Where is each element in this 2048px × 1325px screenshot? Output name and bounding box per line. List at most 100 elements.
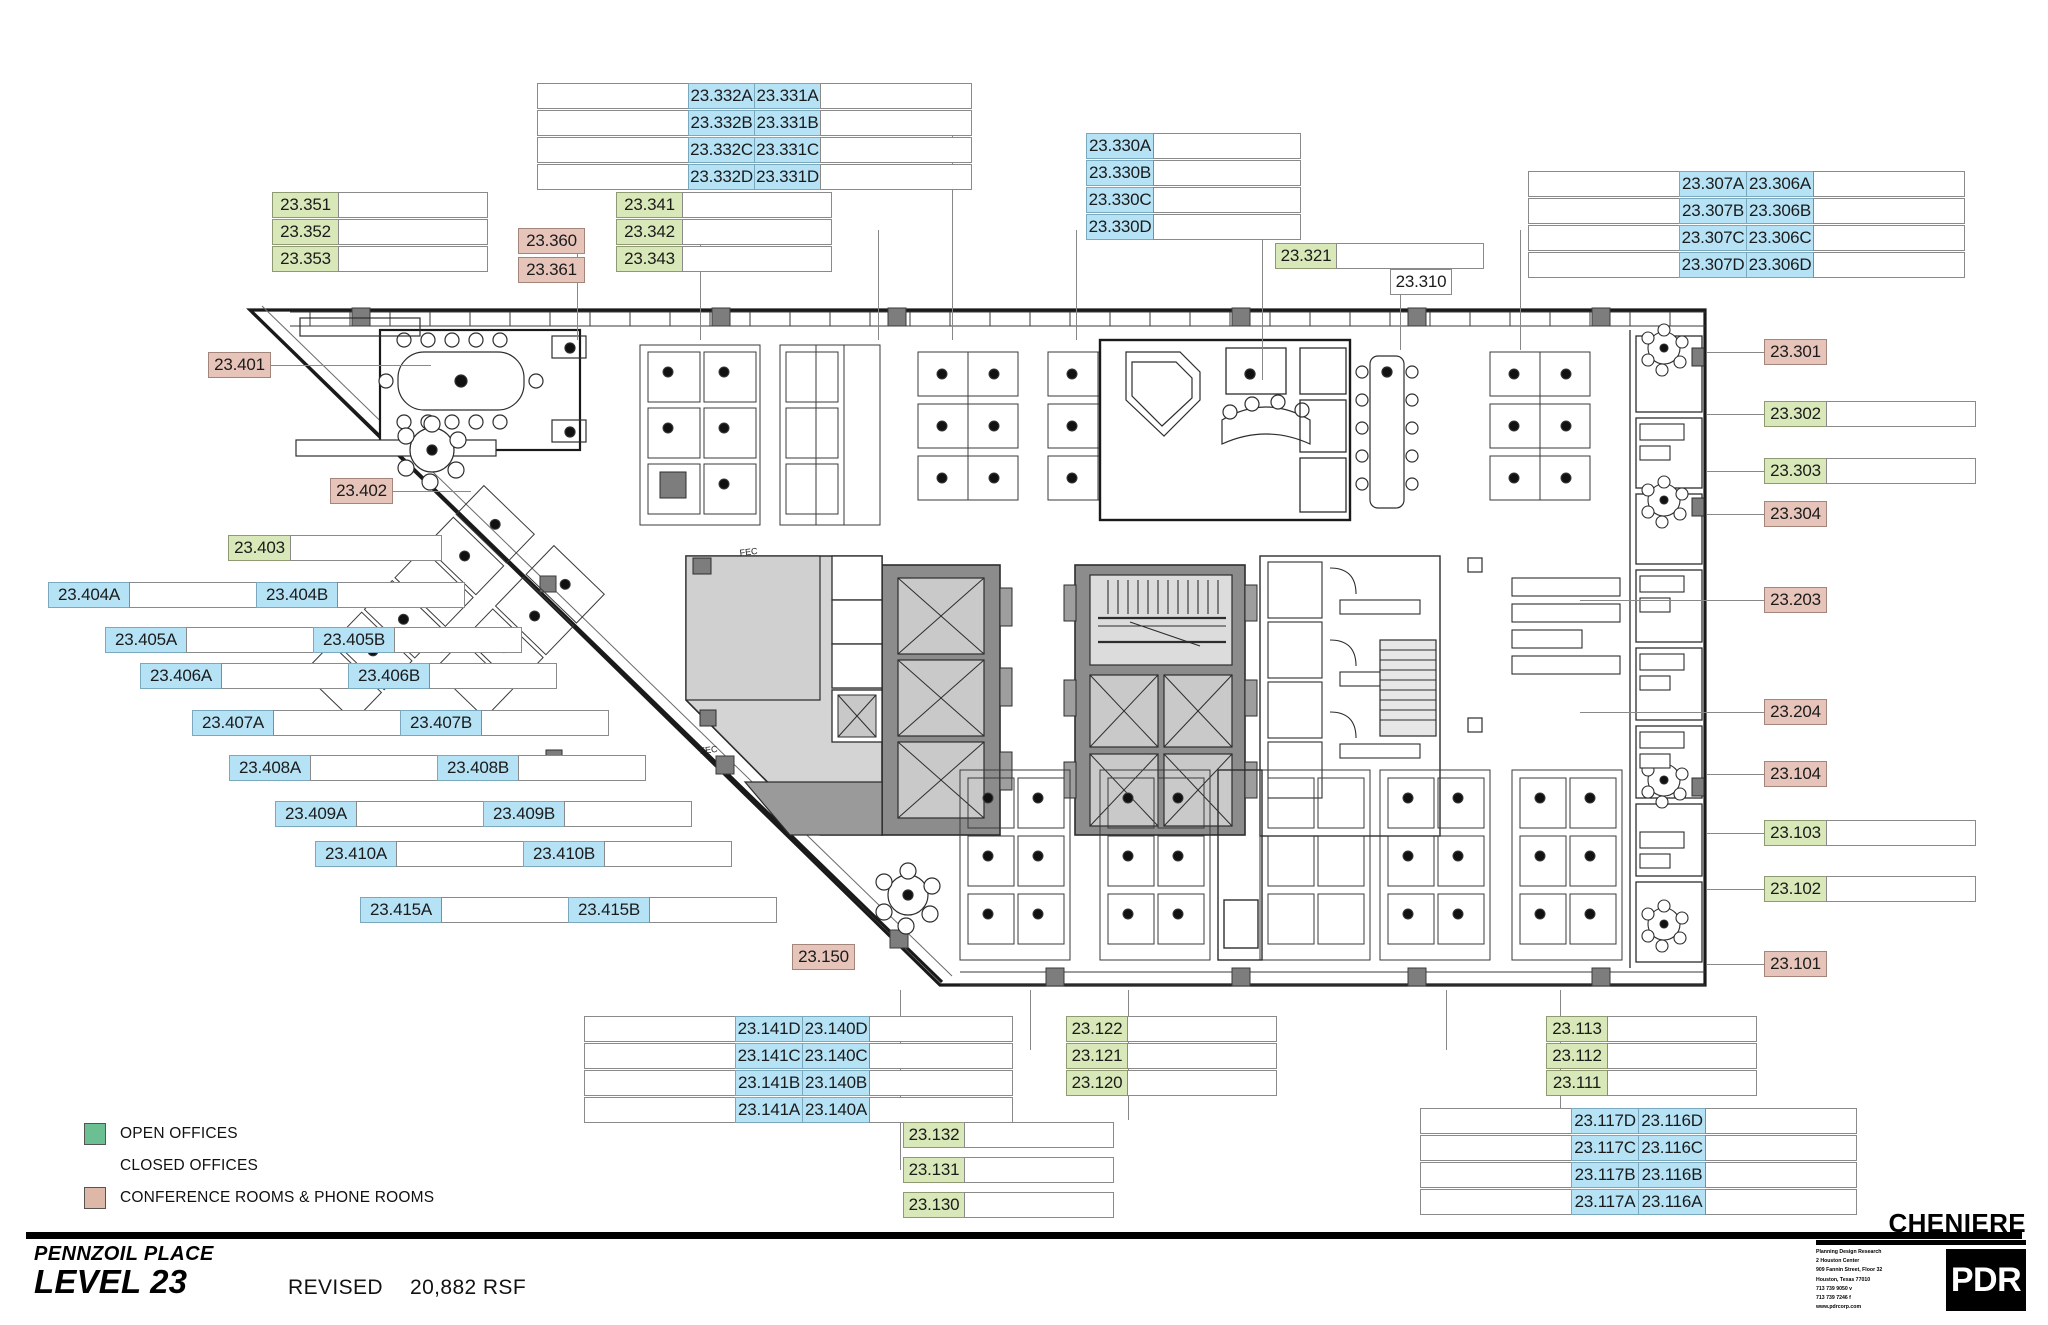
tag-23307D[interactable]: 23.307D (1679, 252, 1747, 278)
tag-ext-23321 (1336, 243, 1484, 269)
tag-23330A[interactable]: 23.330A (1086, 133, 1154, 159)
tag-23306B[interactable]: 23.306B (1746, 198, 1814, 224)
tag-23150[interactable]: 23.150 (792, 944, 855, 970)
tag-23306D[interactable]: 23.306D (1746, 252, 1814, 278)
tag-23104[interactable]: 23.104 (1764, 761, 1827, 787)
tag-23203[interactable]: 23.203 (1764, 587, 1827, 613)
tag-23332A[interactable]: 23.332A (688, 83, 755, 109)
tag-23405B[interactable]: 23.405B (313, 627, 395, 653)
tag-23140D[interactable]: 23.140D (802, 1016, 870, 1042)
tag-23331B[interactable]: 23.331B (754, 110, 821, 136)
tag-23141C[interactable]: 23.141C (735, 1043, 803, 1069)
tag-23140B[interactable]: 23.140B (802, 1070, 870, 1096)
tag-23304[interactable]: 23.304 (1764, 501, 1827, 527)
tag-23408B[interactable]: 23.408B (437, 755, 519, 781)
tag-23302[interactable]: 23.302 (1764, 401, 1827, 427)
tag-23330C[interactable]: 23.330C (1086, 187, 1154, 213)
tag-23332D[interactable]: 23.332D (688, 164, 755, 190)
tag-23401[interactable]: 23.401 (208, 352, 271, 378)
tag-23361[interactable]: 23.361 (518, 257, 585, 283)
tag-23406A[interactable]: 23.406A (140, 663, 222, 689)
tag-ext-415A (441, 897, 569, 923)
service-zone: FEC FEC (685, 546, 883, 836)
tag-23111[interactable]: 23.111 (1546, 1070, 1608, 1096)
tag-23332B[interactable]: 23.332B (688, 110, 755, 136)
tag-23407B[interactable]: 23.407B (400, 710, 482, 736)
tag-23410B[interactable]: 23.410B (523, 841, 605, 867)
tag-23141D[interactable]: 23.141D (735, 1016, 803, 1042)
tag-23303[interactable]: 23.303 (1764, 458, 1827, 484)
legend-label-closed-offices: CLOSED OFFICES (120, 1157, 259, 1174)
tag-23330B[interactable]: 23.330B (1086, 160, 1154, 186)
tag-23141B[interactable]: 23.141B (735, 1070, 803, 1096)
tag-23351[interactable]: 23.351 (272, 192, 339, 218)
tag-23403[interactable]: 23.403 (228, 535, 291, 561)
tag-23116D[interactable]: 23.116D (1638, 1108, 1706, 1134)
fec-label-lower: FEC (699, 744, 719, 756)
tag-23140C[interactable]: 23.140C (802, 1043, 870, 1069)
tag-23409B[interactable]: 23.409B (483, 801, 565, 827)
tag-ext-307D (1528, 252, 1680, 278)
tag-23406B[interactable]: 23.406B (348, 663, 430, 689)
tag-23342[interactable]: 23.342 (616, 219, 683, 245)
tag-23141A[interactable]: 23.141A (735, 1097, 803, 1123)
tag-23102[interactable]: 23.102 (1764, 876, 1827, 902)
tag-23132[interactable]: 23.132 (903, 1122, 965, 1148)
tag-23117D[interactable]: 23.117D (1571, 1108, 1639, 1134)
tag-23415A[interactable]: 23.415A (360, 897, 442, 923)
tag-23404B[interactable]: 23.404B (256, 582, 338, 608)
pdr-logo: PDR (1946, 1249, 2026, 1311)
tag-23122[interactable]: 23.122 (1066, 1016, 1128, 1042)
tag-23408A[interactable]: 23.408A (229, 755, 311, 781)
tag-ext-410B (604, 841, 732, 867)
tag-23415B[interactable]: 23.415B (568, 897, 650, 923)
tag-23360[interactable]: 23.360 (518, 228, 585, 254)
tag-23404A[interactable]: 23.404A (48, 582, 130, 608)
tag-23306C[interactable]: 23.306C (1746, 225, 1814, 251)
tag-23330D[interactable]: 23.330D (1086, 214, 1154, 240)
tag-ext-405A (186, 627, 314, 653)
tag-23331C[interactable]: 23.331C (754, 137, 821, 163)
tag-23321[interactable]: 23.321 (1275, 243, 1337, 269)
firm-website[interactable]: www.pdrcorp.com (1816, 1304, 1862, 1311)
tag-23332C[interactable]: 23.332C (688, 137, 755, 163)
tag-23120[interactable]: 23.120 (1066, 1070, 1128, 1096)
tag-23117B[interactable]: 23.117B (1571, 1162, 1639, 1188)
tag-23306A[interactable]: 23.306A (1746, 171, 1814, 197)
tag-23117C[interactable]: 23.117C (1571, 1135, 1639, 1161)
tag-23307B[interactable]: 23.307B (1679, 198, 1747, 224)
tag-ext-23121 (1127, 1043, 1277, 1069)
tag-23113[interactable]: 23.113 (1546, 1016, 1608, 1042)
tag-23343[interactable]: 23.343 (616, 246, 683, 272)
tag-23117A[interactable]: 23.117A (1571, 1189, 1639, 1215)
tag-23131[interactable]: 23.131 (903, 1157, 965, 1183)
tag-23331A[interactable]: 23.331A (754, 83, 821, 109)
tag-23352[interactable]: 23.352 (272, 219, 339, 245)
tag-23402[interactable]: 23.402 (330, 478, 393, 504)
tag-23130[interactable]: 23.130 (903, 1192, 965, 1218)
tag-23410A[interactable]: 23.410A (315, 841, 397, 867)
tag-ext-404A (129, 582, 257, 608)
tag-23301[interactable]: 23.301 (1764, 339, 1827, 365)
tag-23116A[interactable]: 23.116A (1638, 1189, 1706, 1215)
tag-23353[interactable]: 23.353 (272, 246, 339, 272)
east-core-services (1259, 555, 1621, 837)
tag-ext-23353 (338, 246, 488, 272)
tag-23310[interactable]: 23.310 (1390, 269, 1452, 295)
tag-23409A[interactable]: 23.409A (275, 801, 357, 827)
tag-23307A[interactable]: 23.307A (1679, 171, 1747, 197)
tag-23331D[interactable]: 23.331D (754, 164, 821, 190)
tag-23405A[interactable]: 23.405A (105, 627, 187, 653)
tag-23341[interactable]: 23.341 (616, 192, 683, 218)
tag-ext-405B (394, 627, 522, 653)
tag-23103[interactable]: 23.103 (1764, 820, 1827, 846)
tag-23116C[interactable]: 23.116C (1638, 1135, 1706, 1161)
tag-23101[interactable]: 23.101 (1764, 951, 1827, 977)
tag-23307C[interactable]: 23.307C (1679, 225, 1747, 251)
tag-23116B[interactable]: 23.116B (1638, 1162, 1706, 1188)
tag-23407A[interactable]: 23.407A (192, 710, 274, 736)
tag-23112[interactable]: 23.112 (1546, 1043, 1608, 1069)
tag-23204[interactable]: 23.204 (1764, 699, 1827, 725)
tag-23121[interactable]: 23.121 (1066, 1043, 1128, 1069)
tag-23140A[interactable]: 23.140A (802, 1097, 870, 1123)
